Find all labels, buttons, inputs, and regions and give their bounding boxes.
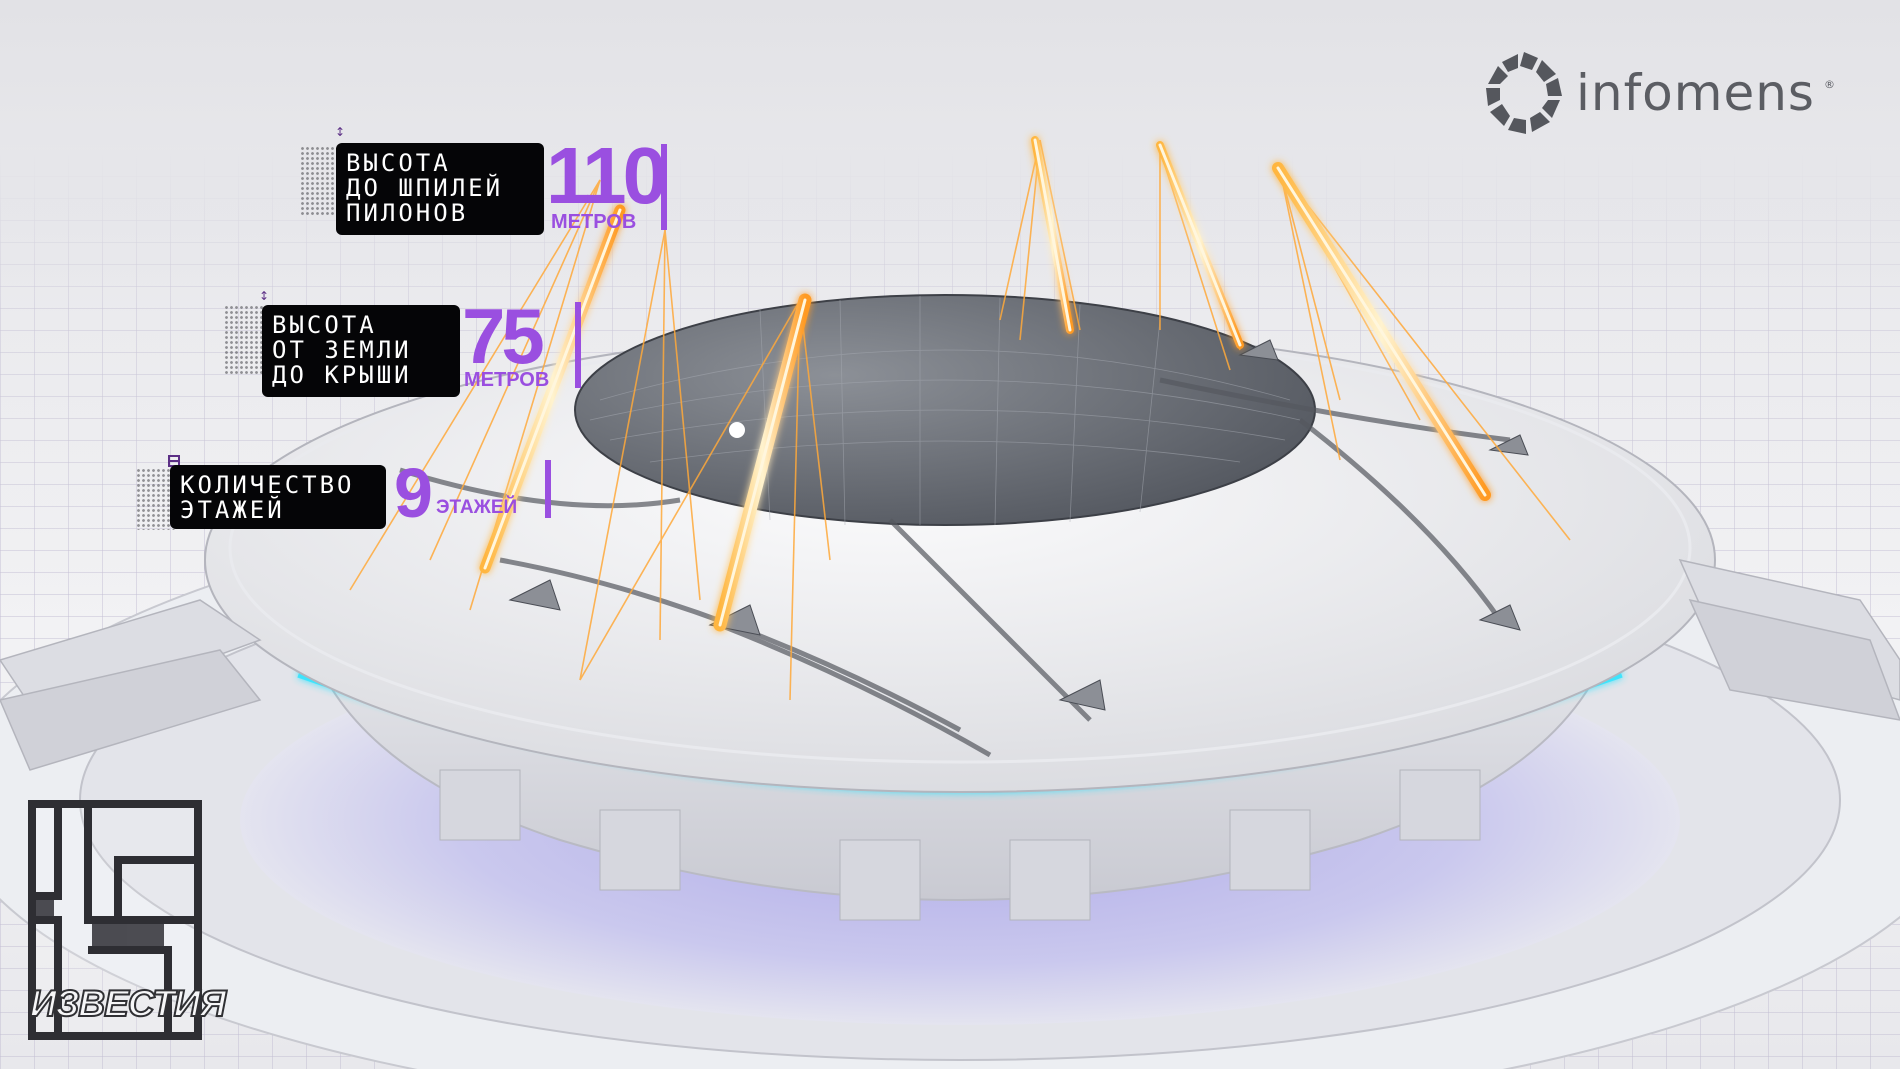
callout-label: ВЫСОТА ОТ ЗЕМЛИ ДО КРЫШИ [262,305,460,397]
building-icon [168,455,180,467]
divider-bar [545,460,551,518]
divider-bar [661,144,667,230]
callout-label: КОЛИЧЕСТВО ЭТАЖЕЙ [170,465,386,529]
value-number: 9 [394,454,433,532]
infomens-mark-icon [1486,52,1562,134]
value-unit: МЕТРОВ [551,211,637,233]
divider-bar [575,302,581,388]
vertical-arrows-icon: ↕ [258,289,270,303]
value-number: 110 [546,131,667,220]
callout-label: ВЫСОТА ДО ШПИЛЕЙ ПИЛОНОВ [336,143,544,235]
dot-pattern [224,305,264,375]
izvestia-wordmark: ИЗВЕСТИЯ [29,983,227,1024]
value-number: 75 [462,292,545,380]
value-unit: ЭТАЖЕЙ [436,497,518,518]
brand-name: infomens [1576,64,1815,122]
value-unit: МЕТРОВ [464,369,550,391]
vertical-arrows-icon: ↕ [334,125,346,139]
dot-pattern [136,468,176,530]
dot-pattern [300,146,340,216]
registered-mark: ® [1824,78,1835,91]
izvestia-logo-mark [28,800,202,1040]
infomens-logo: infomens ® [1480,48,1840,140]
